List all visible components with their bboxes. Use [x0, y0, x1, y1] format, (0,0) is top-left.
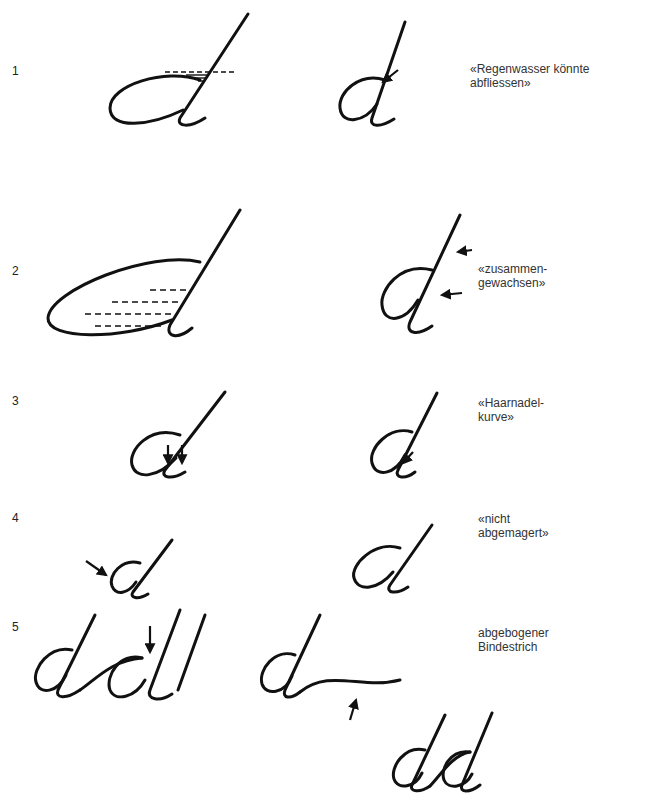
pen-stroke [178, 615, 205, 690]
pen-stroke [149, 610, 180, 699]
pointer-arrow [181, 445, 183, 463]
annotation-text: «Regenwasser könnte abfliessen» [470, 62, 610, 90]
pen-stroke [48, 260, 200, 335]
letter-d-right [340, 22, 405, 125]
pen-stroke [389, 525, 432, 592]
letter-d-wrong [48, 210, 240, 336]
callout-number: 5 [12, 620, 32, 634]
pen-stroke [409, 215, 460, 332]
letter-dd-wrong [35, 610, 205, 699]
callout-number: 1 [12, 64, 32, 78]
pen-stroke [85, 313, 175, 314]
letter-d-right [372, 393, 437, 477]
annotation-text: abgebogener Bindestrich [478, 626, 570, 654]
pen-stroke [397, 393, 437, 477]
pen-stroke [461, 713, 492, 791]
pen-stroke [382, 269, 432, 319]
annotation-text: «nicht abgemagert» [478, 512, 560, 540]
pen-stroke [354, 546, 400, 587]
pen-stroke [261, 654, 295, 692]
letter-d-right [261, 615, 400, 720]
letter-d-wrong [132, 392, 225, 477]
callout-number: 3 [12, 394, 32, 408]
pen-stroke [95, 325, 165, 326]
pointer-arrow [383, 70, 398, 82]
callout-number: 2 [12, 264, 32, 278]
pen-stroke [179, 14, 248, 125]
pen-stroke [393, 749, 425, 786]
pen-stroke [372, 431, 412, 473]
pen-stroke [150, 289, 188, 290]
pen-stroke [132, 433, 180, 475]
pointer-arrow [86, 561, 106, 575]
pen-stroke [169, 210, 240, 336]
pen-stroke [35, 649, 72, 690]
annotation-text: «zusammen- gewachsen» [478, 262, 560, 290]
pointer-arrow [403, 452, 413, 463]
pen-stroke [372, 22, 405, 125]
pointer-arrow [149, 626, 151, 652]
letter-d-wrong [86, 540, 172, 598]
pointer-arrow [167, 445, 169, 463]
pen-stroke [111, 562, 140, 592]
pen-stroke [112, 301, 182, 302]
pointer-arrow [458, 250, 472, 252]
pen-stroke [110, 76, 200, 123]
letter-d-wrong [110, 14, 248, 125]
pen-stroke [300, 680, 400, 692]
letter-dd-right [393, 713, 492, 791]
letter-d-right [354, 525, 432, 592]
pen-stroke [165, 71, 234, 72]
pen-stroke [132, 540, 172, 598]
pointer-arrow [350, 700, 356, 720]
callout-number: 4 [12, 511, 32, 525]
annotation-text: «Haarnadel- kurve» [478, 396, 556, 424]
pen-stroke [186, 74, 207, 75]
letter-d-right [382, 215, 472, 332]
pen-stroke [109, 657, 145, 697]
pointer-arrow [442, 293, 462, 295]
pen-stroke [340, 78, 385, 119]
